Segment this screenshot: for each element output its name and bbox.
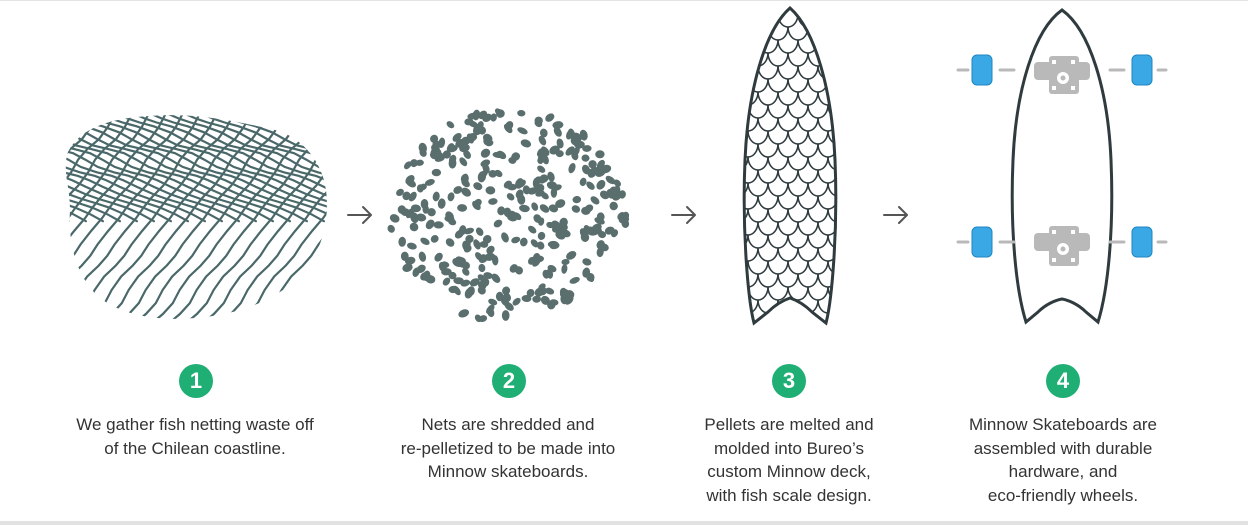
top-divider <box>0 0 1248 1</box>
step-number-badge: 4 <box>1046 364 1080 398</box>
caption-line: Pellets are melted and <box>704 415 874 434</box>
caption-line: Minnow Skateboards are <box>968 415 1158 434</box>
caption-line: Minnow skateboards. <box>427 462 589 481</box>
step-number-badge: 1 <box>179 364 213 398</box>
caption-line: eco-friendly wheels. <box>987 485 1139 505</box>
rear-truck-icon <box>1034 226 1090 266</box>
step-number-badge: 2 <box>492 364 526 398</box>
caption-line: We gather fish netting waste off <box>76 415 314 434</box>
caption-line: of the Chilean coastline. <box>104 438 286 458</box>
step-number-badge: 3 <box>772 364 806 398</box>
caption-line: assembled with durable <box>973 438 1153 458</box>
step-caption: Minnow Skateboards are assembled with du… <box>913 413 1213 507</box>
pellets-icon <box>387 108 630 323</box>
front-truck-icon <box>1034 56 1090 94</box>
step-caption: Pellets are melted and molded into Bureo… <box>639 413 939 507</box>
arrow-right-icon <box>671 206 696 224</box>
step-caption: We gather fish netting waste off of the … <box>45 413 345 460</box>
caption-line: with fish scale design. <box>706 485 872 505</box>
fish-scale-deck-icon <box>742 6 838 326</box>
caption-line: Nets are shredded and <box>421 415 595 434</box>
arrow-right-icon <box>883 206 908 224</box>
caption-line: molded into Bureo’s <box>714 438 864 458</box>
caption-line: custom Minnow deck, <box>707 462 871 481</box>
fishing-net-icon <box>65 115 327 319</box>
bottom-divider <box>0 521 1248 525</box>
caption-line: hardware, and <box>1008 462 1118 481</box>
step-caption: Nets are shredded and re-pelletized to b… <box>358 413 658 484</box>
assembled-skateboard-icon <box>956 8 1168 325</box>
arrow-right-icon <box>347 206 372 224</box>
caption-line: re-pelletized to be made into <box>400 438 616 458</box>
wheel-icon <box>971 54 1153 258</box>
